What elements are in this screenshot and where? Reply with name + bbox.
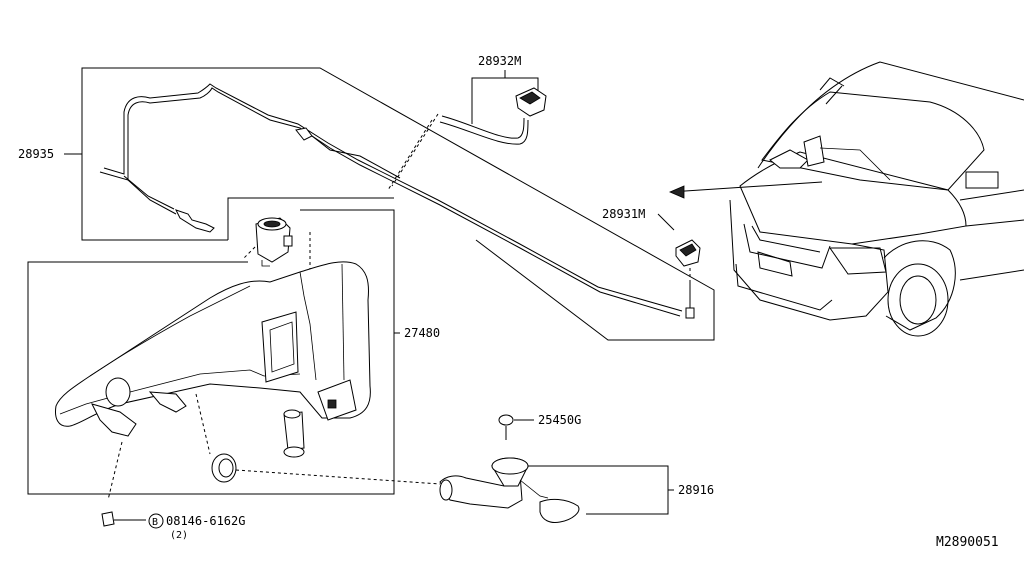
vehicle-illustration xyxy=(668,61,1024,337)
bolt-symbol: B xyxy=(152,517,158,528)
washer-tank xyxy=(55,261,371,458)
label-28931m: 28931M xyxy=(602,207,645,221)
label-28916: 28916 xyxy=(678,483,714,497)
diagram-id: M2890051 xyxy=(936,535,999,550)
filler-neck xyxy=(439,414,674,523)
label-bolt-qty: (2) xyxy=(170,530,188,541)
washer-pump xyxy=(255,217,293,267)
reservoir-box xyxy=(27,209,400,495)
bolt xyxy=(101,511,146,527)
nozzle-28932m xyxy=(439,70,547,145)
label-25450g: 25450G xyxy=(538,413,581,427)
label-08146-6162g: 08146-6162G xyxy=(166,514,245,528)
washer-hose-tubing xyxy=(99,83,695,319)
hose-assembly-box xyxy=(64,67,715,341)
grommet xyxy=(107,393,441,501)
bolt-callout: B 08146-6162G (2) xyxy=(148,513,245,541)
label-28932m: 28932M xyxy=(478,54,521,68)
label-27480: 27480 xyxy=(404,326,440,340)
label-28935: 28935 xyxy=(18,147,54,161)
nozzle-28931m xyxy=(657,213,701,267)
